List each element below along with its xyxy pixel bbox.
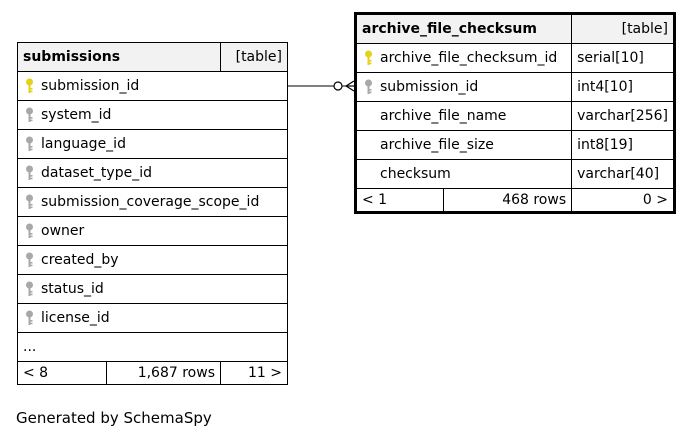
table-kind: [table] bbox=[220, 42, 288, 72]
column-name: license_id bbox=[41, 310, 110, 326]
column-type: int4[10] bbox=[571, 72, 675, 102]
children-link[interactable]: 11 > bbox=[220, 361, 288, 385]
foreign-key-icon bbox=[26, 281, 33, 296]
table-kind: [table] bbox=[571, 13, 675, 44]
foreign-key-icon bbox=[26, 252, 33, 267]
column-name: system_id bbox=[41, 107, 112, 123]
column-row[interactable]: license_id bbox=[17, 303, 288, 333]
column-name: submission_id bbox=[380, 79, 479, 95]
foreign-key-icon bbox=[365, 79, 372, 94]
table-title[interactable]: submissions bbox=[17, 42, 221, 72]
foreign-key-icon bbox=[26, 136, 33, 151]
column-name: language_id bbox=[41, 136, 126, 152]
more-columns[interactable]: ... bbox=[17, 332, 288, 362]
column-name: created_by bbox=[41, 252, 119, 268]
archive-file-checksum-table[interactable]: archive_file_checksum [table] archive_fi… bbox=[354, 12, 676, 214]
column-name: owner bbox=[41, 223, 85, 239]
column-type: varchar[40] bbox=[571, 159, 675, 189]
column-row[interactable]: checksum varchar[40] bbox=[354, 159, 675, 189]
column-type: int8[19] bbox=[571, 130, 675, 160]
column-name: archive_file_name bbox=[380, 108, 507, 124]
foreign-key-icon bbox=[26, 223, 33, 238]
column-row[interactable]: owner bbox=[17, 216, 288, 246]
table-title[interactable]: archive_file_checksum bbox=[354, 13, 573, 44]
parents-link[interactable]: < 8 bbox=[17, 361, 107, 385]
row-count: 468 rows bbox=[442, 188, 573, 213]
column-row[interactable]: status_id bbox=[17, 274, 288, 304]
column-type: varchar[256] bbox=[571, 101, 675, 131]
column-row[interactable]: archive_file_name varchar[256] bbox=[354, 101, 675, 131]
column-row[interactable]: language_id bbox=[17, 129, 288, 159]
column-row[interactable]: submission_coverage_scope_id bbox=[17, 187, 288, 217]
column-name: dataset_type_id bbox=[41, 165, 152, 181]
foreign-key-icon bbox=[26, 310, 33, 325]
column-row[interactable]: archive_file_checksum_id serial[10] bbox=[354, 43, 675, 73]
column-row[interactable]: created_by bbox=[17, 245, 288, 275]
foreign-key-icon bbox=[26, 165, 33, 180]
primary-key-icon bbox=[26, 78, 33, 93]
parents-link[interactable]: < 1 bbox=[355, 188, 444, 213]
column-name: checksum bbox=[380, 166, 451, 182]
column-row[interactable]: archive_file_size int8[19] bbox=[354, 130, 675, 160]
column-name: status_id bbox=[41, 281, 104, 297]
row-count: 1,687 rows bbox=[106, 361, 221, 385]
submissions-table[interactable]: submissions [table] submission_id system_… bbox=[17, 42, 288, 385]
children-link[interactable]: 0 > bbox=[571, 188, 675, 213]
column-name: submission_coverage_scope_id bbox=[41, 194, 260, 210]
primary-key-icon bbox=[365, 50, 372, 65]
column-name: submission_id bbox=[41, 78, 140, 94]
column-name: archive_file_checksum_id bbox=[380, 50, 558, 66]
column-row[interactable]: submission_id bbox=[17, 71, 288, 101]
column-row[interactable]: dataset_type_id bbox=[17, 158, 288, 188]
column-row[interactable]: submission_id int4[10] bbox=[354, 72, 675, 102]
column-row[interactable]: system_id bbox=[17, 100, 288, 130]
foreign-key-icon bbox=[26, 194, 33, 209]
column-name: archive_file_size bbox=[380, 137, 494, 153]
generator-credit: Generated by SchemaSpy bbox=[16, 409, 212, 427]
foreign-key-icon bbox=[26, 107, 33, 122]
column-type: serial[10] bbox=[571, 43, 675, 73]
